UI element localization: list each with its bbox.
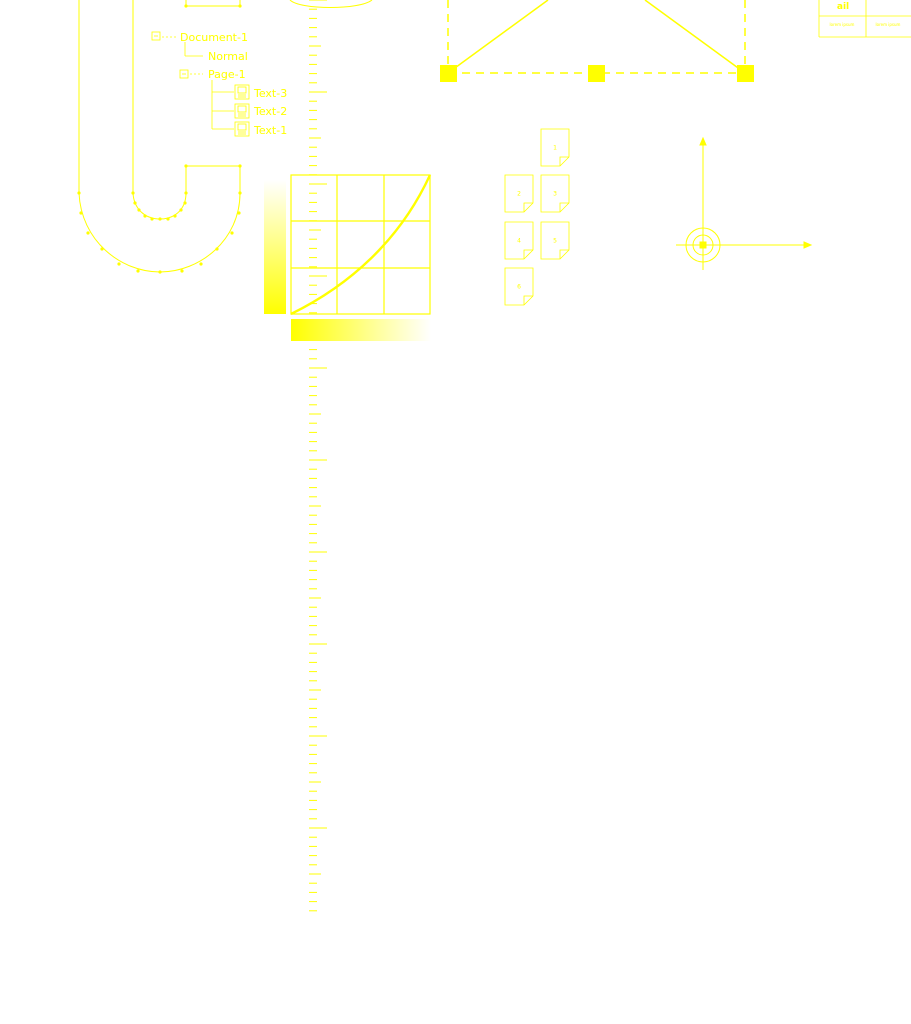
curve-grid — [290, 174, 431, 315]
page-thumbnail-icon[interactable]: 2 — [504, 174, 534, 213]
vertical-ruler — [309, 0, 327, 912]
swatch-glyph: ail — [837, 2, 849, 12]
origin-crosshair-icon[interactable] — [676, 136, 813, 270]
page-thumbnail-icon[interactable]: 4 — [504, 221, 534, 260]
vertical-gradient-bar — [264, 180, 286, 314]
page-number: 1 — [553, 145, 557, 152]
selection-box — [447, 0, 746, 74]
tone-curve[interactable] — [290, 174, 432, 316]
page-number: 5 — [553, 238, 557, 245]
page-thumbnail-icon[interactable]: 5 — [540, 221, 570, 260]
page-thumbnail-icon[interactable]: 1 — [540, 128, 570, 167]
text-node-icon — [234, 121, 250, 137]
swatch-caption: lorem ipsum — [830, 22, 855, 27]
page-number: 6 — [517, 284, 521, 291]
tree-normal-label[interactable]: Normal — [208, 50, 248, 63]
text-node-icon — [234, 103, 250, 119]
swatch-caption: lorem ipsum — [876, 22, 901, 27]
horizontal-gradient-bar — [291, 319, 431, 341]
selection-handle-icon[interactable] — [440, 65, 457, 82]
page-number: 3 — [553, 191, 557, 198]
selection-handle-icon[interactable] — [588, 65, 605, 82]
tree-document-label[interactable]: Document-1 — [180, 31, 248, 44]
page-thumbnails: 1 2 3 4 5 6 — [504, 128, 570, 306]
page-thumbnail-icon[interactable]: 3 — [540, 174, 570, 213]
tree-text-item[interactable]: Text-3 — [253, 87, 287, 100]
collapse-box-icon[interactable] — [179, 69, 189, 79]
page-number: 4 — [517, 238, 521, 245]
text-node-icon — [234, 84, 250, 100]
page-thumbnail-icon[interactable]: 6 — [504, 267, 534, 306]
bezier-nodes — [77, 4, 242, 274]
selection-handle-icon[interactable] — [737, 65, 754, 82]
document-tree — [151, 31, 250, 137]
collapse-box-icon[interactable] — [151, 31, 161, 41]
tree-text-item[interactable]: Text-1 — [253, 124, 287, 137]
gradient-curve-editor — [264, 174, 432, 341]
swatch-card — [818, 0, 911, 38]
tree-page-label[interactable]: Page-1 — [208, 68, 246, 81]
page-number: 2 — [517, 191, 521, 198]
tree-text-item[interactable]: Text-2 — [253, 105, 287, 118]
